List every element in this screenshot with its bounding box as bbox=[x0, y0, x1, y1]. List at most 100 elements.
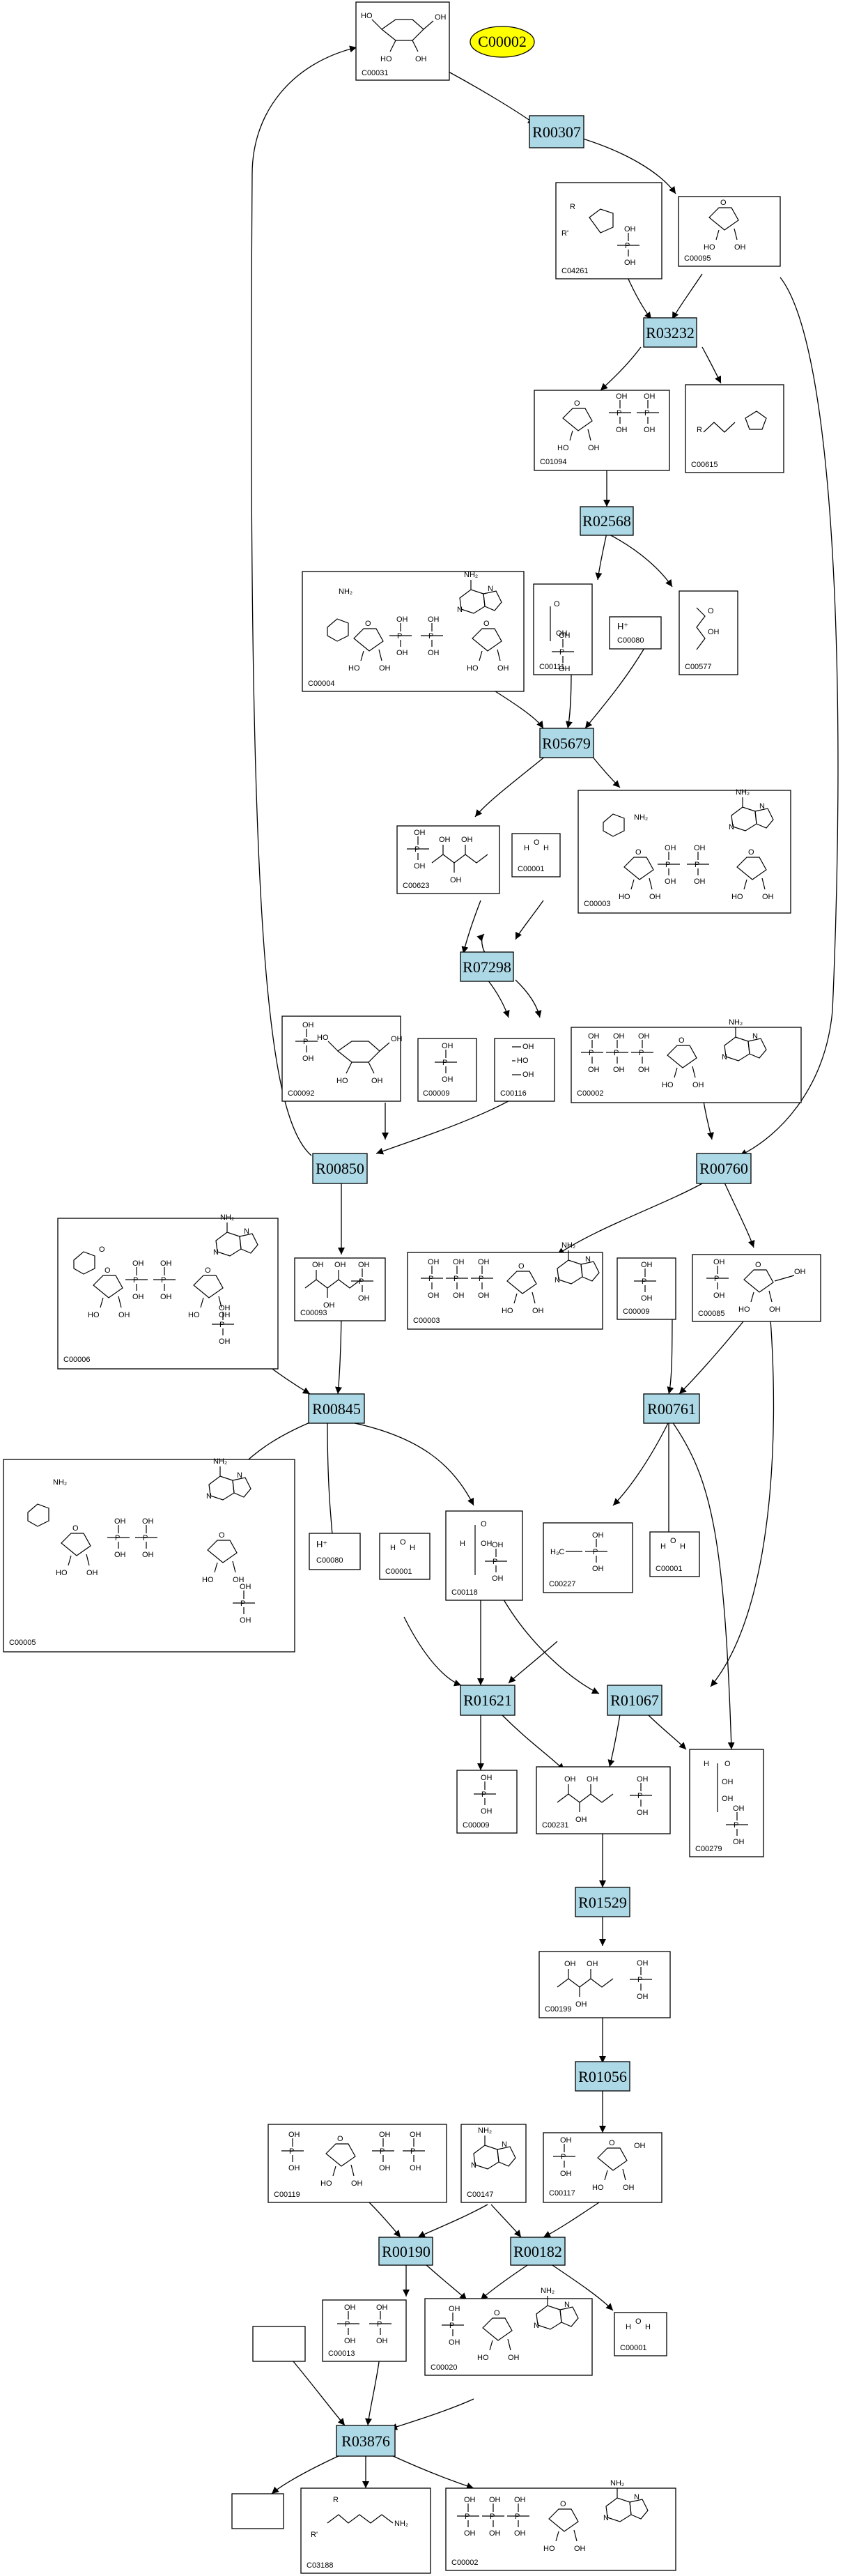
reaction-label: R00850 bbox=[316, 1160, 364, 1177]
highlight-ellipse bbox=[470, 26, 535, 58]
compound-C00009-b[interactable]: C00009 bbox=[617, 1257, 676, 1320]
compound-C00020[interactable]: C00020 bbox=[424, 2286, 593, 2376]
compound-C00118[interactable]: O H OH C00118 bbox=[445, 1510, 523, 1601]
reaction-R01056[interactable]: R01056 bbox=[575, 2061, 630, 2092]
compound-C00092[interactable]: C00092 bbox=[281, 1015, 403, 1102]
svg-text:O: O bbox=[400, 1538, 406, 1547]
reaction-label: R00760 bbox=[699, 1160, 748, 1177]
compound-C00003[interactable]: NH₂ C00003 bbox=[577, 788, 791, 914]
compound-C00001-d[interactable]: H O H C00001 bbox=[614, 2312, 667, 2356]
reaction-R00190[interactable]: R00190 bbox=[378, 2237, 433, 2266]
reaction-R00845[interactable]: R00845 bbox=[308, 1393, 365, 1424]
compound-C00095[interactable]: C00095 bbox=[678, 196, 781, 267]
svg-text:H: H bbox=[645, 2323, 651, 2331]
compound-C00117[interactable]: OH C00117 bbox=[543, 2132, 662, 2203]
compound-empty-bottom[interactable] bbox=[231, 2493, 284, 2529]
compound-C00085[interactable]: OH C00085 bbox=[692, 1254, 821, 1322]
compound-C00006-a[interactable]: O C00006 bbox=[57, 1213, 279, 1370]
compound-C04261[interactable]: R R' C04261 bbox=[555, 182, 662, 279]
compound-id-label: C00009 bbox=[623, 1308, 650, 1316]
compound-id-label: C00147 bbox=[467, 2191, 494, 2199]
compound-C00004[interactable]: NH₂ C00004 bbox=[302, 570, 525, 692]
compound-C00615[interactable]: R C00615 bbox=[685, 384, 784, 473]
compound-id-label: C00006 bbox=[63, 1356, 91, 1364]
reaction-label: R01621 bbox=[463, 1692, 512, 1709]
compound-id-label: C00111 bbox=[539, 663, 565, 671]
compound-C00005[interactable]: NH₂ C00005 bbox=[3, 1457, 295, 1653]
compound-C00231[interactable]: C00231 bbox=[536, 1766, 671, 1834]
compound-C00001-b[interactable]: H O H C00001 bbox=[379, 1533, 431, 1580]
compound-id-label: C00003 bbox=[584, 900, 611, 908]
compound-C00009-c[interactable]: C00009 bbox=[456, 1770, 518, 1834]
compound-id-label: C00199 bbox=[545, 2005, 572, 2014]
svg-text:NH₂: NH₂ bbox=[634, 813, 648, 822]
reaction-R01621[interactable]: R01621 bbox=[460, 1685, 515, 1716]
compound-C00001-c[interactable]: H O H C00001 bbox=[649, 1531, 700, 1577]
hplus-label: H⁺ bbox=[617, 621, 628, 631]
svg-text:OH: OH bbox=[634, 2142, 646, 2150]
compound-id-label: C01094 bbox=[540, 458, 567, 466]
reaction-R03232[interactable]: R03232 bbox=[643, 317, 697, 348]
compound-C00001-a[interactable]: H O H C00001 bbox=[511, 833, 561, 877]
reaction-R00307[interactable]: R00307 bbox=[529, 115, 584, 148]
reaction-label: R01067 bbox=[610, 1692, 659, 1709]
reaction-R00182[interactable]: R00182 bbox=[510, 2237, 566, 2266]
compound-C00009-a[interactable]: C00009 bbox=[417, 1038, 477, 1102]
reaction-R00850[interactable]: R00850 bbox=[312, 1153, 368, 1184]
compound-id-label: C00001 bbox=[518, 865, 545, 873]
compound-id-label: C00095 bbox=[684, 254, 711, 263]
compound-C00080-b[interactable]: H⁺ C00080 bbox=[309, 1533, 361, 1570]
reaction-label: R02568 bbox=[582, 512, 631, 530]
compound-C01094[interactable]: C01094 bbox=[534, 390, 670, 471]
compound-id-label: C00093 bbox=[300, 1309, 327, 1317]
highlight-label: C00002 bbox=[478, 33, 527, 50]
compound-C00002-a[interactable]: C00002 bbox=[571, 1018, 802, 1103]
reaction-R00761[interactable]: R00761 bbox=[643, 1393, 700, 1424]
compound-C00002-b[interactable]: C00002 bbox=[445, 2478, 676, 2571]
reaction-R03876[interactable]: R03876 bbox=[336, 2425, 396, 2457]
compound-id-label: C00615 bbox=[691, 461, 718, 469]
reaction-R01529[interactable]: R01529 bbox=[575, 1887, 630, 1917]
compound-C00199[interactable]: C00199 bbox=[538, 1951, 671, 2018]
compound-id-label: C00004 bbox=[308, 680, 335, 688]
compound-C00003-b[interactable]: C00003 bbox=[407, 1241, 603, 1330]
reaction-R00760[interactable]: R00760 bbox=[696, 1153, 752, 1184]
compound-C00080[interactable]: H⁺ C00080 bbox=[609, 616, 662, 650]
compound-C00116[interactable]: OH HO OH C00116 bbox=[494, 1038, 555, 1102]
compound-C00279[interactable]: H O OH OH C00279 bbox=[689, 1749, 764, 1857]
compound-id-label: C00020 bbox=[431, 2363, 458, 2372]
svg-text:H₃C: H₃C bbox=[550, 1548, 564, 1556]
reaction-R02568[interactable]: R02568 bbox=[580, 506, 634, 536]
compound-C00093[interactable]: C00093 bbox=[294, 1257, 386, 1321]
reaction-R05679[interactable]: R05679 bbox=[539, 728, 594, 758]
compound-id-label: C00118 bbox=[451, 1588, 478, 1597]
reaction-label: R07298 bbox=[463, 958, 511, 976]
reaction-R01067[interactable]: R01067 bbox=[607, 1685, 662, 1716]
compound-id-label: C00231 bbox=[542, 1821, 569, 1830]
svg-text:O: O bbox=[670, 1537, 676, 1545]
highlight-C00002[interactable]: C00002 bbox=[470, 26, 535, 58]
compound-id-label: C00623 bbox=[403, 882, 430, 890]
compound-empty-top[interactable] bbox=[252, 2326, 306, 2362]
compound-C00013[interactable]: C00013 bbox=[322, 2299, 407, 2362]
compound-C00623[interactable]: C00623 bbox=[396, 825, 500, 894]
compound-C03188[interactable]: R NH₂ R' C03188 bbox=[300, 2487, 431, 2574]
compound-C00119[interactable]: C00119 bbox=[268, 2124, 447, 2203]
compound-C00111[interactable]: O OH C00111 bbox=[533, 583, 593, 675]
svg-text:OH: OH bbox=[481, 1540, 493, 1548]
hplus-label: H⁺ bbox=[316, 1539, 327, 1549]
svg-text:H: H bbox=[390, 1544, 396, 1552]
svg-text:H: H bbox=[626, 2323, 631, 2331]
svg-text:H: H bbox=[524, 844, 529, 852]
svg-text:H: H bbox=[460, 1540, 465, 1548]
compound-id-label: C00001 bbox=[656, 1565, 683, 1573]
reaction-label: R01529 bbox=[578, 1894, 627, 1911]
reaction-R07298[interactable]: R07298 bbox=[460, 951, 514, 982]
svg-text:O: O bbox=[724, 1760, 731, 1768]
compound-C00031[interactable]: C00031 bbox=[355, 1, 450, 81]
compound-C00147[interactable]: C00147 bbox=[460, 2124, 527, 2203]
compound-C00577[interactable]: O OH C00577 bbox=[679, 590, 738, 675]
compound-C00227[interactable]: H₃C C00227 bbox=[543, 1522, 633, 1593]
compound-id-label: C00227 bbox=[549, 1580, 576, 1588]
compound-id-label: C00031 bbox=[362, 69, 389, 77]
